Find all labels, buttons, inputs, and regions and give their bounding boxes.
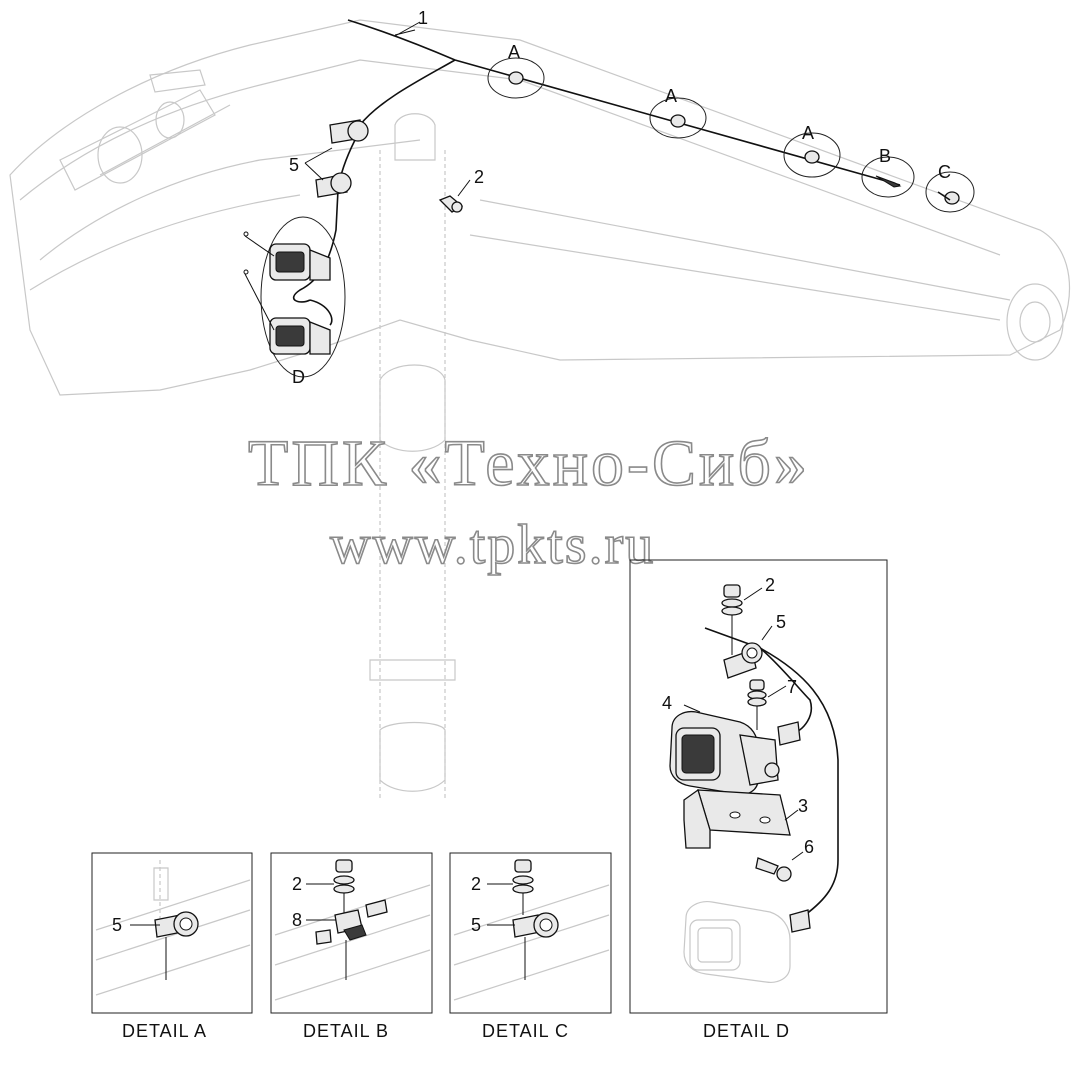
detail-b-label-8: 8	[292, 910, 302, 930]
detail-d-label-5: 5	[776, 612, 786, 632]
clip-locations	[487, 57, 975, 213]
detail-c: 2 5 DETAIL C	[449, 852, 612, 1041]
watermark: ТПК «Техно-Сиб» www.tpkts.ru	[247, 426, 810, 577]
detail-a-label-5: 5	[112, 915, 122, 935]
detail-d-label-2: 2	[765, 575, 775, 595]
detail-c-label-5: 5	[471, 915, 481, 935]
detail-c-label-2: 2	[471, 874, 481, 894]
detail-d-label-7: 7	[787, 677, 797, 697]
main-harness	[293, 19, 901, 326]
detail-d-label-6: 6	[804, 837, 814, 857]
lamp-group	[243, 216, 346, 378]
detail-d-label-3: 3	[798, 796, 808, 816]
callout-b: B	[879, 146, 891, 166]
watermark-title: ТПК «Техно-Сиб»	[248, 427, 810, 500]
callout-2: 2	[474, 167, 484, 187]
callout-d: D	[292, 367, 305, 387]
detail-b-label-2: 2	[292, 874, 302, 894]
detail-b: 2 8 DETAIL B	[270, 852, 433, 1041]
detail-d: 2 5 7 4 3 6 DETAIL D	[629, 559, 888, 1041]
detail-a-caption: DETAIL A	[122, 1021, 207, 1041]
callout-a-3: A	[802, 123, 814, 143]
callout-1: 1	[418, 8, 428, 28]
detail-c-caption: DETAIL C	[482, 1021, 569, 1041]
watermark-url: www.tpkts.ru	[330, 514, 655, 576]
detail-d-label-4: 4	[662, 693, 672, 713]
callout-c: C	[938, 162, 951, 182]
riser-clips	[315, 119, 464, 213]
boom-outline	[9, 19, 1071, 800]
callout-a-1: A	[508, 42, 520, 62]
detail-a: 5 DETAIL A	[91, 852, 253, 1041]
callout-a-2: A	[665, 86, 677, 106]
detail-b-caption: DETAIL B	[303, 1021, 389, 1041]
detail-d-caption: DETAIL D	[703, 1021, 790, 1041]
callout-5: 5	[289, 155, 299, 175]
leader-lines	[244, 21, 471, 331]
